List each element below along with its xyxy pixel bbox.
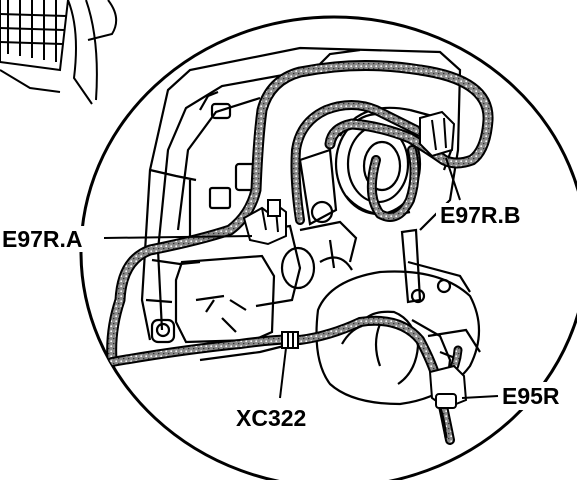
connector-xc322-body [281, 331, 299, 349]
label-backdrop-e97ra [0, 226, 98, 252]
leader-e95r [461, 395, 499, 399]
connectors [242, 110, 468, 439]
callout-e97ra: E97R.A [2, 226, 83, 252]
leader-e97rb [445, 157, 461, 201]
leader-xc322 [279, 347, 287, 399]
callout-xc322: XC322 [236, 405, 306, 431]
inset-grille-fragment [0, 0, 118, 105]
callout-e95r: E95R [502, 383, 560, 409]
callout-e97rb: E97R.B [440, 202, 521, 228]
connector-e97ra-body [242, 199, 287, 246]
lower-connector-block [150, 254, 276, 344]
label-backdrop-e95r [500, 382, 577, 410]
leader-lines [103, 157, 499, 399]
leader-e97ra [103, 235, 253, 239]
fog-lamp [315, 228, 481, 406]
label-backdrop-e97rb [436, 203, 538, 229]
circle-contents [106, 46, 494, 445]
connector-e95r-body [428, 364, 468, 439]
connector-e97rb-body [419, 110, 456, 158]
